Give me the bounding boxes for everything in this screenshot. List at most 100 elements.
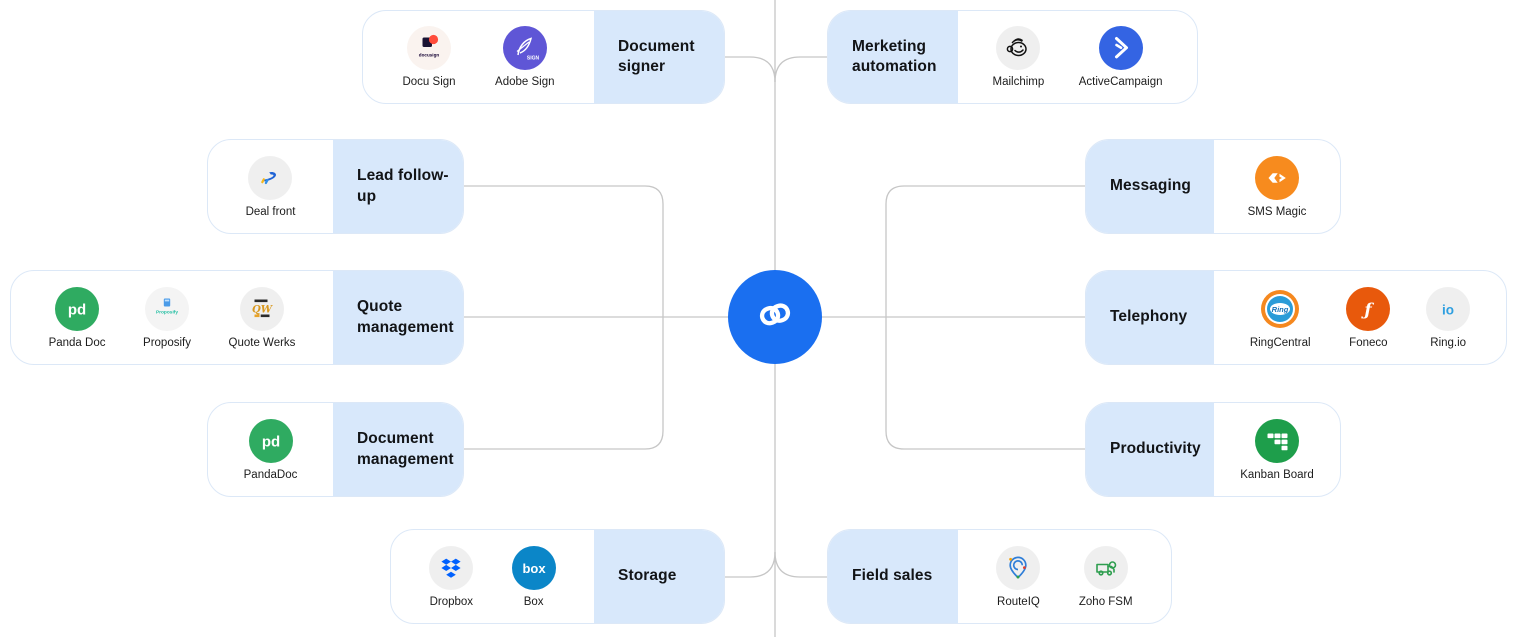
- foneco-icon: ƒ: [1346, 286, 1391, 331]
- app-panda-doc: pd Panda Doc: [48, 286, 106, 349]
- smsmagic-icon: [1254, 155, 1299, 200]
- app-docu-sign: docusign Docu Sign: [402, 26, 456, 88]
- group-label-storage: Storage: [594, 530, 724, 623]
- adobe-sign-icon: SIGN: [502, 26, 547, 70]
- app-name: Proposify: [143, 336, 191, 349]
- routeiq-icon: [996, 545, 1041, 590]
- card-storage: Dropbox box Box Storage: [390, 529, 725, 624]
- app-deal-front: Deal front: [245, 155, 296, 218]
- card-messaging: Messaging SMS Magic: [1085, 139, 1341, 234]
- svg-text:Proposify: Proposify: [156, 309, 178, 315]
- apps-document-management: pd PandaDoc: [208, 403, 333, 496]
- group-label-telephony: Telephony: [1086, 271, 1214, 364]
- app-adobe-sign: SIGN Adobe Sign: [495, 26, 555, 88]
- dealfront-icon: [248, 155, 293, 200]
- group-label-field-sales: Field sales: [828, 530, 958, 623]
- card-document-signer: docusign Docu Sign SIGN Adobe Sign Docum…: [362, 10, 725, 104]
- card-lead-follow-up: Deal front Lead follow-up: [207, 139, 464, 234]
- app-name: PandaDoc: [243, 468, 298, 481]
- app-ring-io: io Ring.io: [1426, 286, 1471, 349]
- proposify-icon: Proposify: [145, 286, 189, 331]
- app-name: Adobe Sign: [495, 76, 555, 88]
- apps-document-signer: docusign Docu Sign SIGN Adobe Sign: [363, 11, 594, 103]
- ringcentral-icon: Ring: [1258, 287, 1302, 331]
- app-name: Foneco: [1349, 336, 1388, 349]
- group-label-messaging: Messaging: [1086, 140, 1214, 233]
- app-routeiq: RouteIQ: [996, 545, 1041, 608]
- svg-text:QW: QW: [252, 304, 274, 315]
- card-telephony: Telephony Ring RingCentral ƒ: [1085, 270, 1507, 365]
- app-pandadoc: pd PandaDoc: [243, 418, 298, 481]
- app-zoho-fsm: Zoho FSM: [1078, 545, 1133, 608]
- group-label-document-signer: Document signer: [594, 11, 724, 103]
- app-name: SMS Magic: [1247, 205, 1307, 218]
- app-name: Panda Doc: [48, 336, 106, 349]
- top-right-connector: [774, 56, 827, 83]
- pandadoc-icon: pd: [55, 286, 100, 331]
- bottom-right-connector: [774, 551, 827, 578]
- app-sms-magic: SMS Magic: [1247, 155, 1307, 218]
- app-proposify: Proposify Proposify: [143, 286, 191, 349]
- dropbox-icon: [429, 545, 474, 590]
- zoho-crm-center-node: [728, 270, 822, 364]
- apps-telephony: Ring RingCentral ƒ Foneco io: [1214, 271, 1506, 364]
- left-bracket-line: [464, 185, 664, 450]
- mailchimp-icon: [996, 26, 1041, 70]
- apps-productivity: Kanban Board: [1214, 403, 1340, 496]
- card-quote-management: pd Panda Doc Proposify Proposify: [10, 270, 464, 365]
- app-name: Docu Sign: [402, 76, 456, 88]
- app-dropbox: Dropbox: [429, 545, 474, 608]
- app-name: Kanban Board: [1240, 468, 1314, 481]
- quotewerks-icon: QW: [239, 286, 284, 331]
- top-left-connector: [725, 56, 776, 83]
- svg-text:ƒ: ƒ: [1361, 300, 1375, 320]
- app-box: box Box: [511, 545, 556, 608]
- group-label-document-management: Document management: [333, 403, 463, 496]
- zoho-fsm-icon: [1083, 545, 1128, 590]
- svg-text:box: box: [522, 561, 546, 576]
- apps-lead-follow-up: Deal front: [208, 140, 333, 233]
- box-icon: box: [511, 545, 556, 590]
- card-productivity: Productivity Kanban Boar: [1085, 402, 1341, 497]
- app-name: ActiveCampaign: [1078, 76, 1163, 88]
- kanban-board-icon: [1254, 418, 1299, 463]
- app-mailchimp: Mailchimp: [992, 26, 1045, 88]
- docusign-icon: docusign: [407, 26, 452, 70]
- group-label-lead-follow-up: Lead follow-up: [333, 140, 463, 233]
- app-name: Dropbox: [429, 595, 474, 608]
- card-marketing-automation: Merketing automation Mailchimp: [827, 10, 1198, 104]
- app-kanban-board: Kanban Board: [1240, 418, 1314, 481]
- apps-field-sales: RouteIQ Zoho FSM: [958, 530, 1171, 623]
- app-name: Box: [523, 595, 544, 608]
- group-label-quote-management: Quote management: [333, 271, 463, 364]
- group-label-marketing-automation: Merketing automation: [828, 11, 958, 103]
- app-name: Quote Werks: [228, 336, 296, 349]
- app-foneco: ƒ Foneco: [1346, 286, 1391, 349]
- apps-quote-management: pd Panda Doc Proposify Proposify: [11, 271, 333, 364]
- svg-text:pd: pd: [261, 433, 279, 450]
- app-name: RouteIQ: [997, 595, 1040, 608]
- apps-marketing-automation: Mailchimp ActiveCampaign: [958, 11, 1197, 103]
- app-activecampaign: ActiveCampaign: [1079, 26, 1163, 88]
- app-name: Ring.io: [1430, 336, 1467, 349]
- zoho-crm-logo-icon: [746, 286, 804, 349]
- pandadoc-icon: pd: [248, 418, 293, 463]
- svg-text:docusign: docusign: [419, 53, 440, 58]
- svg-text:io: io: [1442, 302, 1454, 317]
- app-name: Zoho FSM: [1078, 595, 1133, 608]
- card-document-management: pd PandaDoc Document management: [207, 402, 464, 497]
- app-name: RingCentral: [1249, 336, 1311, 349]
- apps-messaging: SMS Magic: [1214, 140, 1340, 233]
- app-name: Deal front: [245, 205, 296, 218]
- app-quote-werks: QW Quote Werks: [228, 286, 296, 349]
- app-ringcentral: Ring RingCentral: [1250, 287, 1311, 349]
- svg-text:Ring: Ring: [1272, 304, 1289, 313]
- app-name: Mailchimp: [992, 76, 1045, 88]
- activecampaign-icon: [1098, 26, 1143, 70]
- right-bracket-line: [885, 185, 1085, 450]
- bottom-left-connector: [725, 551, 776, 578]
- ringio-icon: io: [1426, 286, 1471, 331]
- group-label-productivity: Productivity: [1086, 403, 1214, 496]
- svg-text:SIGN: SIGN: [527, 56, 540, 62]
- card-field-sales: Field sales RouteIQ: [827, 529, 1172, 624]
